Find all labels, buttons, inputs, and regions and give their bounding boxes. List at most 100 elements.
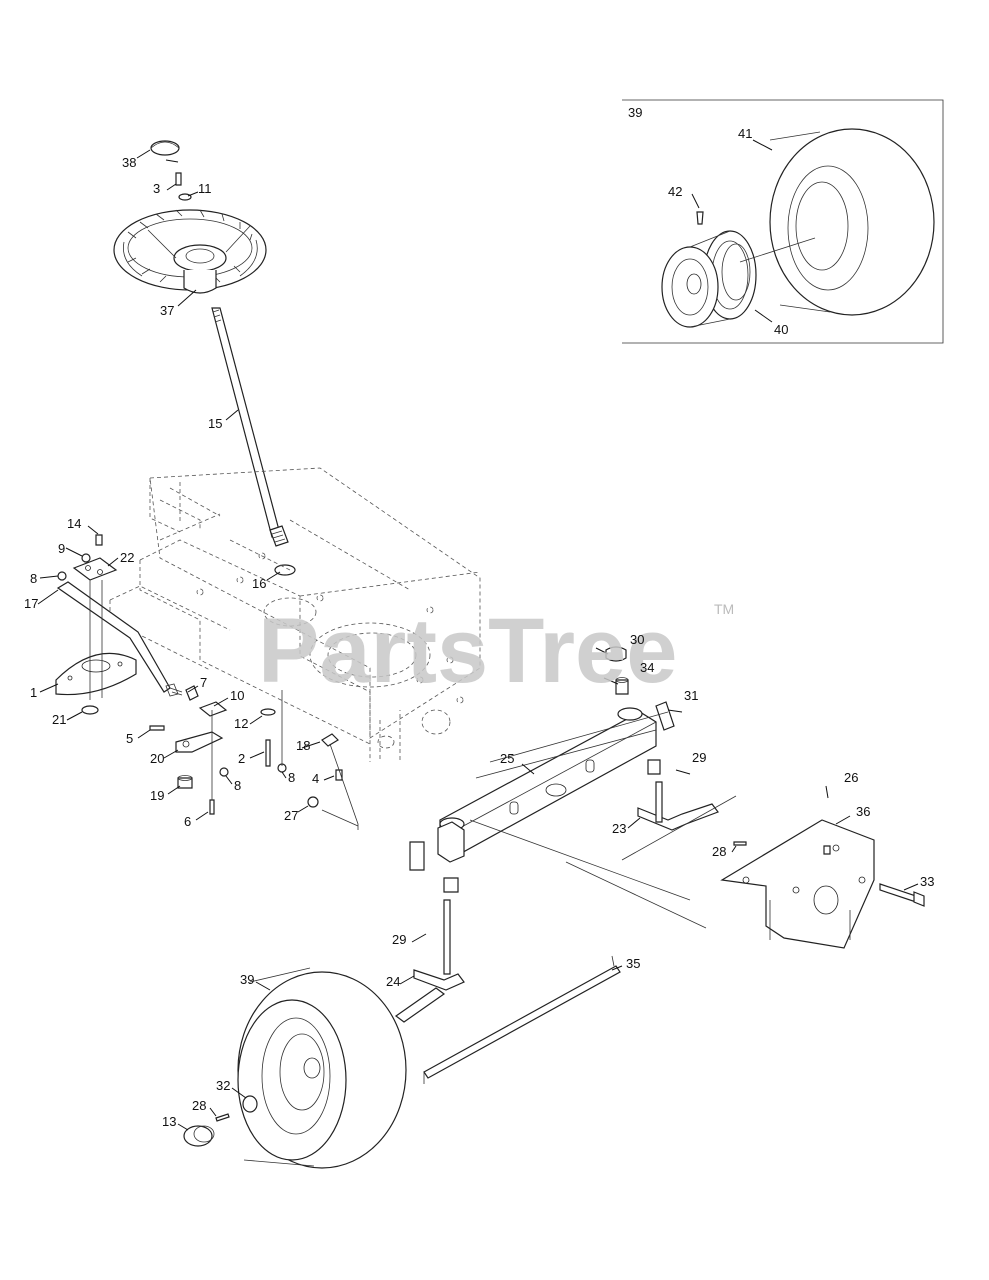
axle-bracket-36 [720, 819, 875, 949]
bushing-29b [443, 877, 459, 893]
part-label-8b: 8 [234, 778, 241, 793]
spindle-23 [637, 803, 719, 831]
bolt-3 [175, 172, 182, 186]
part-label-33: 33 [920, 874, 934, 889]
cotter-pin-28b [215, 1113, 230, 1122]
part-label-15: 15 [208, 416, 222, 431]
washer-21 [81, 705, 99, 715]
part-label-29b: 29 [392, 932, 406, 947]
steering-arm-20 [175, 731, 224, 753]
inset-label: 39 [628, 105, 642, 120]
nut-8a [57, 571, 67, 581]
part-label-42: 42 [668, 184, 682, 199]
part-label-23: 23 [612, 821, 626, 836]
inset-tire-inner [787, 165, 869, 291]
steering-arm-parts [137, 685, 359, 830]
spindle-24 [443, 899, 451, 975]
ferrule-10 [198, 701, 228, 717]
part-label-35: 35 [626, 956, 640, 971]
part-label-34: 34 [640, 660, 654, 675]
bolt-14 [95, 534, 103, 546]
part-label-27: 27 [284, 808, 298, 823]
bolt-26 [823, 845, 831, 855]
steering-assembly [113, 140, 296, 581]
part-label-32: 32 [216, 1078, 230, 1093]
front-wheel-assembly [177, 967, 407, 1169]
inset-tire-bore [795, 181, 849, 271]
steering-wheel-37 [113, 209, 267, 294]
bushing-29a [647, 759, 661, 775]
valve-stem-42 [696, 211, 704, 225]
part-label-38: 38 [122, 155, 136, 170]
part-label-41: 41 [738, 126, 752, 141]
part-label-19: 19 [150, 788, 164, 803]
part-label-14: 14 [67, 516, 81, 531]
bolt-6 [209, 799, 215, 815]
part-label-17: 17 [24, 596, 38, 611]
part-label-28b: 28 [192, 1098, 206, 1113]
part-label-6: 6 [184, 814, 191, 829]
bushing-7 [185, 685, 199, 701]
part-label-9: 9 [58, 541, 65, 556]
part-label-8a: 8 [30, 571, 37, 586]
part-label-13: 13 [162, 1114, 176, 1129]
part-label-28a: 28 [712, 844, 726, 859]
part-label-1: 1 [30, 685, 37, 700]
part-label-37: 37 [160, 303, 174, 318]
front-axle-assembly [394, 646, 925, 1084]
part-label-18: 18 [296, 738, 310, 753]
part-label-36: 36 [856, 804, 870, 819]
bolt-4 [335, 769, 343, 781]
part-label-30: 30 [630, 632, 644, 647]
washer-11 [178, 193, 192, 201]
hub-cap-13 [183, 1125, 213, 1147]
part-label-26: 26 [844, 770, 858, 785]
inset-frame [622, 99, 944, 344]
part-label-8c: 8 [288, 770, 295, 785]
part-label-22: 22 [120, 550, 134, 565]
bolt-5 [149, 725, 165, 731]
flange-18 [321, 733, 339, 747]
part-label-25: 25 [500, 751, 514, 766]
inset-tire-41 [769, 128, 935, 316]
watermark-text: PartsTree [258, 600, 677, 702]
pivot-pin-31 [655, 701, 675, 731]
part-label-12: 12 [234, 716, 248, 731]
tractor-frame [109, 467, 481, 762]
part-label-4: 4 [312, 771, 319, 786]
tie-rod-35 [423, 965, 621, 1079]
bracket-22 [72, 557, 118, 581]
cotter-pin-28a [733, 841, 747, 846]
bushing-34 [615, 679, 629, 695]
watermark: PartsTree TM [258, 600, 734, 702]
part-label-11: 11 [198, 181, 212, 196]
nut-9 [81, 553, 91, 563]
bolt-2 [265, 739, 271, 767]
nut-8b [219, 767, 229, 777]
part-label-40: 40 [774, 322, 788, 337]
steering-plate-1 [55, 652, 137, 696]
part-label-24: 24 [386, 974, 400, 989]
drag-link-assembly [37, 525, 183, 721]
steering-cap-38 [150, 140, 180, 156]
part-label-7: 7 [200, 675, 207, 690]
part-label-2: 2 [238, 751, 245, 766]
part-label-20: 20 [150, 751, 164, 766]
spacer-left [409, 841, 425, 871]
part-label-16: 16 [252, 576, 266, 591]
part-label-3: 3 [153, 181, 160, 196]
part-label-10: 10 [230, 688, 244, 703]
nut-27 [307, 796, 319, 808]
part-label-29a: 29 [692, 750, 706, 765]
wheel-inset: 39 [622, 99, 944, 344]
part-label-5: 5 [126, 731, 133, 746]
watermark-trademark: TM [714, 601, 734, 617]
part-label-31: 31 [684, 688, 698, 703]
washer-12 [260, 708, 276, 716]
part-label-39: 39 [240, 972, 254, 987]
washer-32 [242, 1095, 258, 1113]
part-label-21: 21 [52, 712, 66, 727]
bushing-30 [605, 646, 627, 662]
